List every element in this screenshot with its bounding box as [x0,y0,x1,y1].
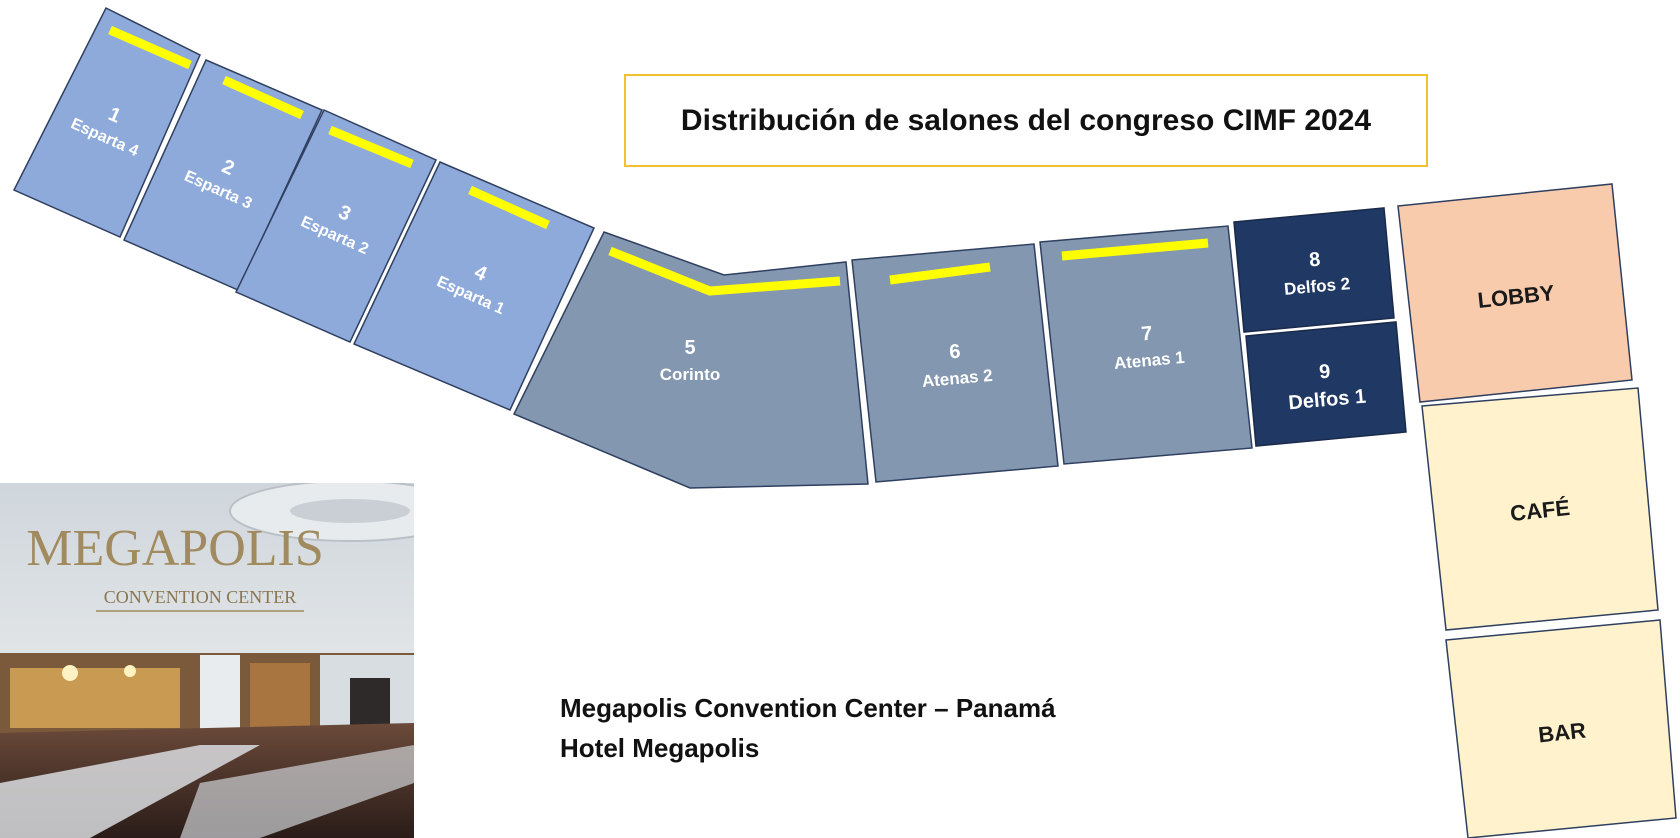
room-number: 7 [1140,323,1153,346]
venue-info: Megapolis Convention Center – Panamá Hot… [560,688,1056,768]
stage-marker-6 [889,262,991,285]
area-lobby[interactable]: LOBBY [1397,183,1633,403]
hotel-name: Hotel Megapolis [560,733,760,763]
area-label: CAFÉ [1509,495,1571,526]
stage-marker-5 [608,246,841,296]
stage-marker-3 [328,125,414,169]
map-title: Distribución de salones del congreso CIM… [680,103,1372,137]
room-4-esparta-1[interactable]: 4 Esparta 1 [352,161,596,411]
room-7-atenas-1[interactable]: 7 Atenas 1 [1039,225,1253,465]
room-1-esparta-4[interactable]: 1 Esparta 4 [12,6,201,238]
room-9-delfos-1[interactable]: 9 Delfos 1 [1245,321,1407,447]
room-name: Corinto [660,365,720,384]
stage-marker-7 [1061,238,1209,261]
room-6-atenas-2[interactable]: 6 Atenas 2 [851,243,1059,483]
room-2-esparta-3[interactable]: 2 Esparta 3 [123,59,324,291]
venue-name: Megapolis Convention Center – Panamá [560,693,1056,723]
stage-marker-1 [108,25,192,70]
convention-center-photo: MEGAPOLIS CONVENTION CENTER [0,483,414,838]
area-bar[interactable]: BAR [1445,619,1677,838]
sign-convention-center: CONVENTION CENTER [104,587,296,607]
area-label: BAR [1537,718,1587,748]
map-title-box: Distribución de salones del congreso CIM… [624,74,1428,167]
room-number: 8 [1308,249,1321,272]
room-8-delfos-2[interactable]: 8 Delfos 2 [1233,207,1395,333]
area-cafe[interactable]: CAFÉ [1421,387,1659,631]
room-5-corinto[interactable]: 5 Corinto [512,231,869,489]
sign-megapolis: MEGAPOLIS [26,520,324,577]
room-number: 5 [684,337,695,359]
stage-marker-4 [468,185,550,230]
stage-marker-2 [222,75,304,120]
room-3-esparta-2[interactable]: 3 Esparta 2 [234,109,438,343]
room-number: 9 [1318,361,1331,384]
room-number: 6 [948,341,961,364]
